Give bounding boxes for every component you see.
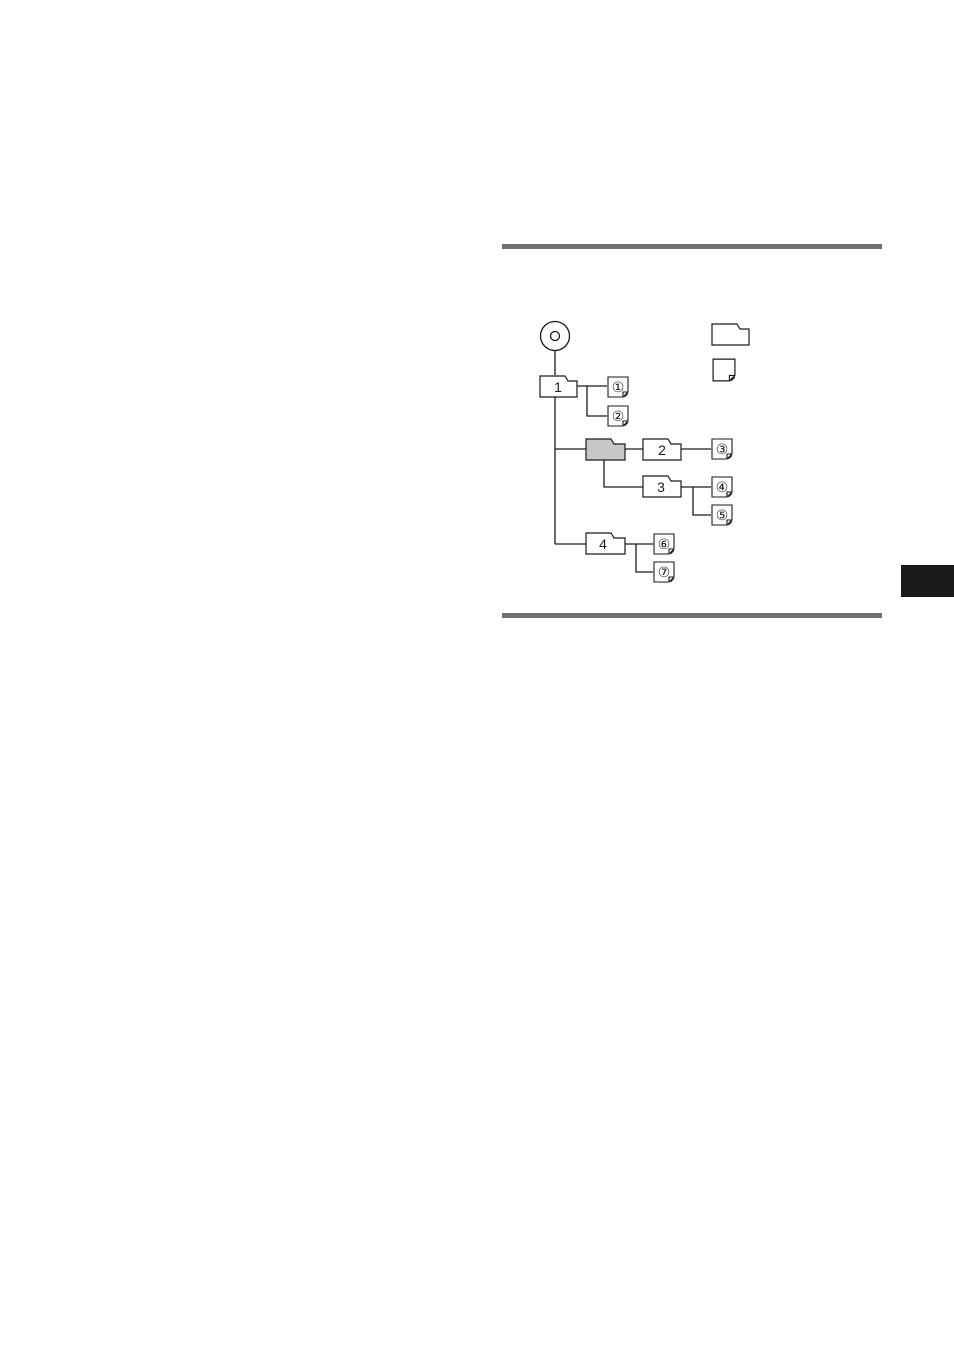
folder-3-label: 3 bbox=[657, 479, 665, 495]
tree-connectors bbox=[555, 350, 711, 572]
folder-3: 3 bbox=[643, 476, 681, 497]
file-6: ⑥ bbox=[654, 534, 674, 554]
disc-icon bbox=[541, 322, 570, 351]
folder-2-label: 2 bbox=[658, 442, 666, 458]
folder-1-label: 1 bbox=[554, 379, 562, 395]
file-1: ① bbox=[608, 377, 628, 397]
file-2: ② bbox=[608, 406, 628, 426]
file-5: ⑤ bbox=[712, 505, 732, 525]
folder-2: 2 bbox=[643, 439, 681, 460]
folder-icon bbox=[586, 439, 625, 460]
file-5-label: ⑤ bbox=[716, 508, 729, 524]
file-4-label: ④ bbox=[716, 480, 729, 496]
file-2-label: ② bbox=[612, 409, 625, 425]
legend-folder-icon bbox=[712, 324, 749, 345]
bottom-rule bbox=[502, 613, 882, 618]
file-3-label: ③ bbox=[716, 442, 729, 458]
file-7-label: ⑦ bbox=[658, 565, 671, 581]
folder-4-label: 4 bbox=[599, 536, 607, 552]
folder-1: 1 bbox=[540, 376, 577, 397]
file-4: ④ bbox=[712, 477, 732, 497]
folder-current bbox=[586, 439, 625, 460]
file-3: ③ bbox=[712, 439, 732, 459]
file-7: ⑦ bbox=[654, 562, 674, 582]
legend-file-icon bbox=[713, 359, 735, 381]
file-1-label: ① bbox=[612, 380, 625, 396]
file-6-label: ⑥ bbox=[658, 537, 671, 553]
folder-4: 4 bbox=[586, 533, 625, 554]
section-tab-marker bbox=[901, 565, 954, 597]
